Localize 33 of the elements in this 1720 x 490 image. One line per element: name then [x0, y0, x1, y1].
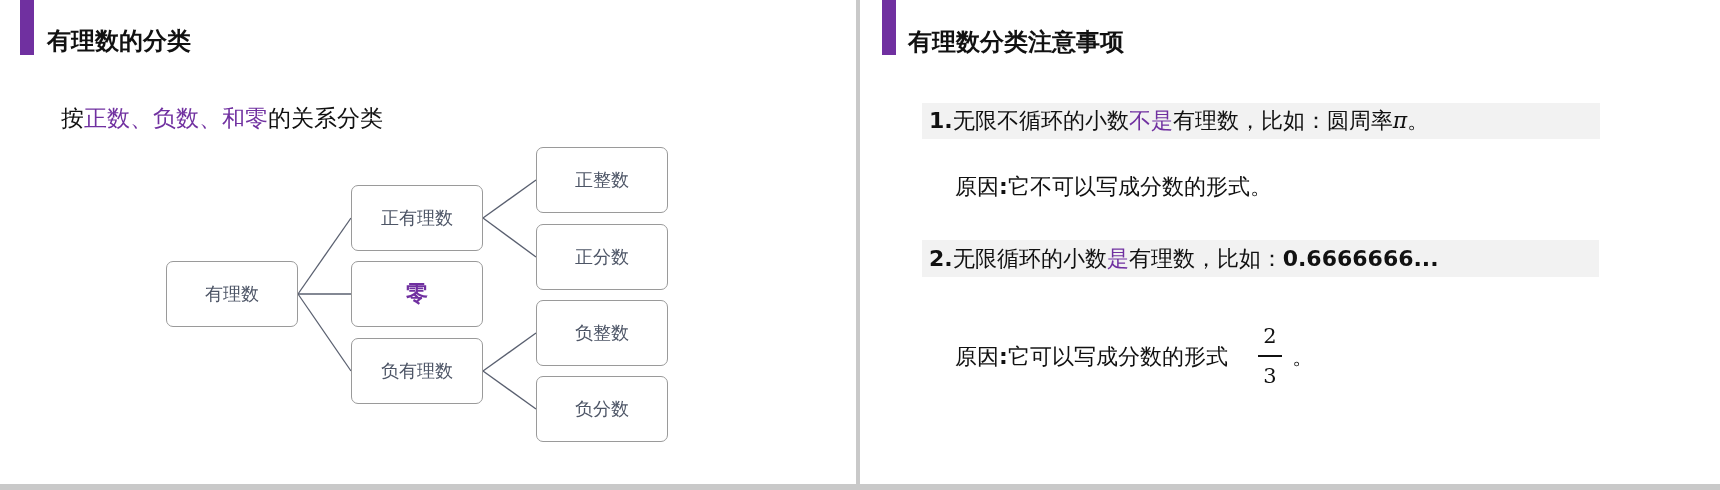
category-box	[536, 300, 668, 366]
subtitle-text: 按正数、负数、和零的关系分类	[61, 104, 383, 133]
category-label: 负有理数	[381, 359, 453, 383]
category-box	[351, 261, 483, 327]
connector-line	[297, 217, 352, 295]
category-label: 正有理数	[381, 206, 453, 230]
category-box	[536, 147, 668, 213]
category-label: 正整数	[575, 168, 629, 192]
category-box	[351, 185, 483, 251]
connector-line	[482, 217, 537, 258]
fraction-denominator: 3	[1263, 362, 1277, 390]
connector-line	[482, 179, 537, 219]
note-text: 1.无限不循环的小数不是有理数，比如：圆周率π。	[929, 107, 1430, 135]
slide-heading: 有理数的分类	[47, 26, 191, 57]
note-text: 2.无限循环的小数是有理数，比如：0.6666666...	[929, 244, 1439, 273]
connector-line	[482, 370, 537, 410]
category-label: 负整数	[575, 321, 629, 345]
category-label: 零	[406, 282, 428, 306]
category-label: 负分数	[575, 397, 629, 421]
connector-line	[482, 332, 537, 372]
slide-heading: 有理数分类注意事项	[908, 27, 1124, 58]
connector-line	[297, 293, 352, 372]
category-box	[536, 376, 668, 442]
category-label: 正分数	[575, 245, 629, 269]
reason-text: 原因:它不可以写成分数的形式。	[955, 173, 1272, 201]
reason-text: 原因:它可以写成分数的形式	[955, 343, 1228, 371]
category-box	[166, 261, 298, 327]
connector-line	[297, 293, 352, 295]
fraction-numerator: 2	[1263, 323, 1277, 350]
category-label: 有理数	[205, 282, 259, 306]
period-text: 。	[1292, 343, 1314, 371]
category-box	[536, 224, 668, 290]
category-box	[351, 338, 483, 404]
